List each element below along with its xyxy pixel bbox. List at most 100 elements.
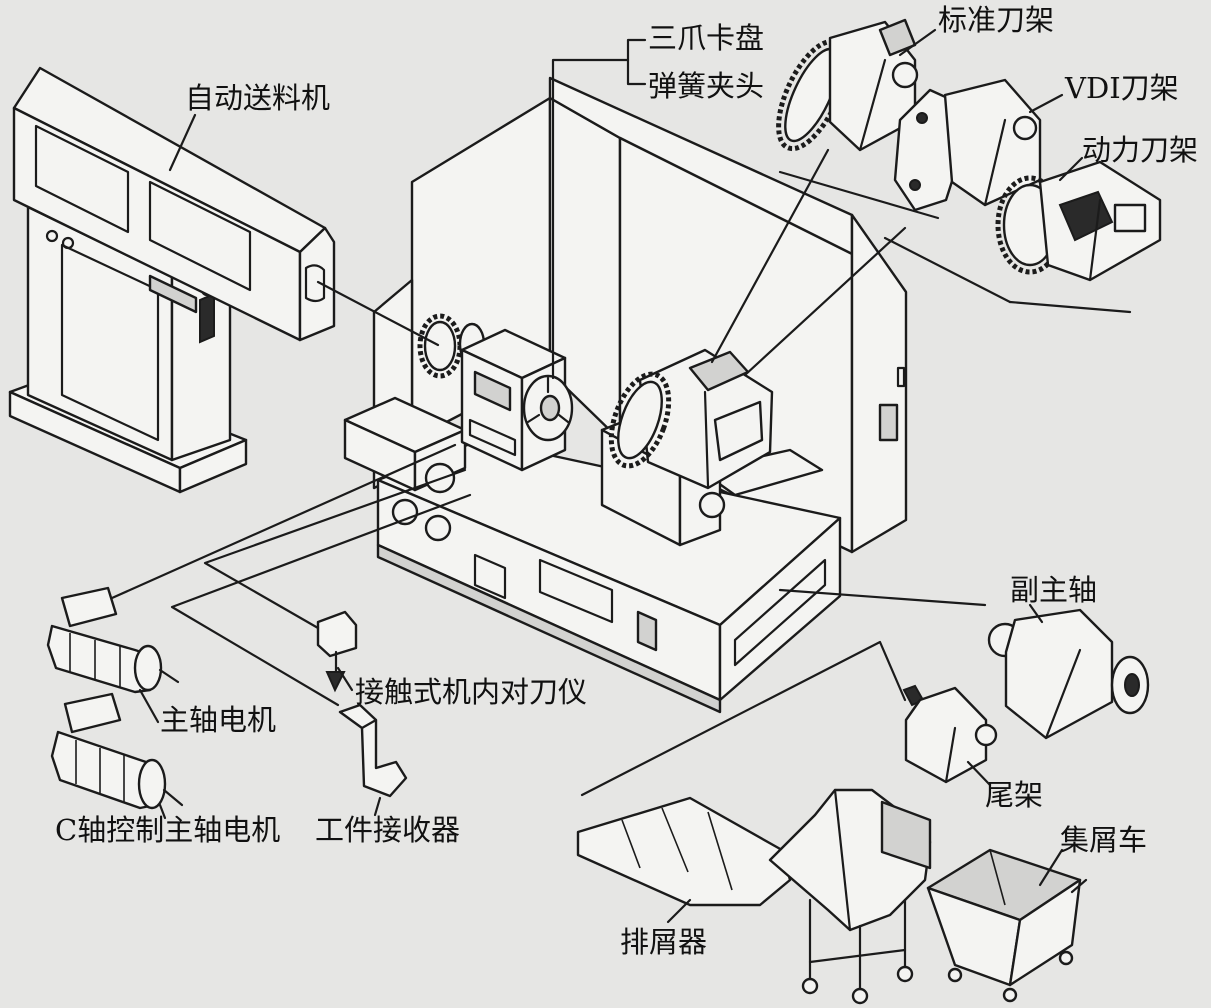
spindle-motor bbox=[46, 586, 180, 694]
bed-port-2 bbox=[424, 514, 452, 542]
chip-conveyor-wheel-3 bbox=[896, 965, 914, 983]
tailstock-handwheel bbox=[974, 723, 998, 747]
leader-live-turret bbox=[1058, 156, 1084, 182]
chip-conveyor-motor-box bbox=[880, 800, 932, 870]
headstock-window bbox=[473, 370, 512, 412]
workpiece-receiver-edge bbox=[360, 718, 378, 730]
c-axis-spindle-motor bbox=[50, 692, 184, 810]
vdi-holder-bore-1 bbox=[916, 112, 928, 124]
sub-spindle-connection bbox=[778, 588, 987, 607]
label-tool-setter: 接触式机内对刀仪 bbox=[355, 675, 587, 709]
label-three-jaw-chuck: 三爪卡盘 bbox=[648, 21, 764, 55]
holder-frame-line-3 bbox=[883, 236, 1012, 304]
label-vdi-turret: VDI刀架 bbox=[1064, 71, 1179, 105]
workpiece-receiver bbox=[338, 703, 408, 798]
trough-divider-1 bbox=[621, 819, 641, 869]
conveyor-connection bbox=[580, 640, 907, 797]
live-turret-holder bbox=[995, 160, 1162, 282]
chip-conveyor-trough bbox=[576, 796, 792, 907]
enclosure-right-panel bbox=[850, 213, 908, 554]
chip-cart-wheel-2 bbox=[1002, 987, 1018, 1003]
vdi-holder-stub bbox=[1012, 115, 1038, 141]
tailstock bbox=[902, 684, 998, 784]
main-spindle-headstock bbox=[417, 313, 574, 472]
leader-vdi-turret bbox=[1028, 93, 1064, 114]
leader-spindle-motor bbox=[138, 688, 160, 724]
tool-setter-bracket bbox=[316, 610, 358, 658]
holder-frame-line-2 bbox=[743, 226, 907, 377]
label-chip-cart: 集屑车 bbox=[1060, 823, 1147, 857]
chip-cart bbox=[926, 848, 1088, 1003]
label-bar-feeder: 自动送料机 bbox=[185, 81, 330, 115]
leader-standard-turret bbox=[898, 28, 937, 57]
turret-tool-block-2 bbox=[713, 400, 764, 462]
tool-setter-connection bbox=[203, 468, 467, 630]
sub-spindle-chuck-bore bbox=[1124, 673, 1140, 697]
spindle-pulley bbox=[423, 320, 457, 372]
bar-feeder-knob-1 bbox=[45, 229, 59, 243]
chip-conveyor-leg-brace bbox=[808, 948, 907, 964]
turret-disc bbox=[617, 380, 663, 460]
motor-connection-line bbox=[110, 443, 457, 600]
contact-tool-setter bbox=[316, 610, 358, 693]
spindle-motor-flange bbox=[133, 644, 163, 692]
leader-tailstock bbox=[966, 760, 992, 787]
bed-opening-1 bbox=[473, 553, 507, 600]
bed-right-opening bbox=[733, 558, 827, 667]
chip-cart-handle bbox=[1070, 878, 1088, 894]
headstock-slot bbox=[468, 418, 517, 457]
bar-feeder-window-1 bbox=[34, 124, 130, 234]
machine-bed bbox=[376, 438, 842, 714]
chip-conveyor-lift-edge bbox=[833, 788, 852, 932]
bed-opening-2 bbox=[538, 558, 614, 624]
label-spindle-motor: 主轴电机 bbox=[160, 703, 276, 737]
label-standard-turret: 标准刀架 bbox=[938, 3, 1054, 37]
label-c-axis-motor: C轴控制主轴电机 bbox=[55, 813, 280, 847]
trough-divider-2 bbox=[661, 807, 689, 873]
chuck-jaw-3 bbox=[557, 413, 570, 424]
standard-holder-edge bbox=[858, 58, 887, 152]
label-collet-chuck: 弹簧夹头 bbox=[648, 69, 764, 103]
leader-chip-cart bbox=[1038, 848, 1064, 887]
chuck-leader bbox=[551, 58, 630, 380]
workpiece-receiver-chute bbox=[338, 703, 408, 798]
chip-cart-inner-edge bbox=[989, 849, 1006, 906]
c-axis-motor-shaft bbox=[162, 788, 184, 807]
c-axis-motor-terminal-box bbox=[63, 692, 122, 734]
sub-spindle-body bbox=[1004, 608, 1114, 740]
spindle-motor-terminal-box bbox=[60, 586, 118, 628]
carriage-handwheel bbox=[698, 491, 726, 519]
chip-cart-side bbox=[1008, 878, 1082, 987]
vdi-holder-edge bbox=[983, 118, 1007, 207]
spindle-motor-shaft bbox=[158, 668, 180, 684]
receiver-connection bbox=[170, 493, 472, 707]
chuck-jaw-2 bbox=[526, 413, 541, 424]
bed-control-box bbox=[636, 610, 658, 652]
label-sub-spindle: 副主轴 bbox=[1010, 573, 1097, 607]
leader-chip-conveyor bbox=[666, 898, 692, 924]
vdi-holder-bore-2 bbox=[909, 179, 921, 191]
holder-frame-line-4 bbox=[1008, 300, 1132, 314]
label-part-catcher: 工件接收器 bbox=[315, 813, 460, 847]
enclosure-side-latch bbox=[896, 366, 906, 388]
bed-plinth bbox=[376, 543, 722, 714]
spindle-motor-body bbox=[46, 624, 152, 694]
chip-conveyor bbox=[576, 788, 932, 1005]
live-holder-spindle bbox=[1113, 203, 1147, 233]
chuck-bore bbox=[539, 394, 561, 422]
tailstock-edge bbox=[944, 726, 957, 784]
leader-tool-setter bbox=[336, 666, 354, 692]
vdi-turret-holder bbox=[893, 78, 1042, 212]
sub-spindle bbox=[987, 608, 1150, 740]
label-tailstock: 尾架 bbox=[985, 778, 1043, 812]
enclosure-side-handle bbox=[878, 403, 899, 442]
labels: 自动送料机 三爪卡盘 弹簧夹头 标准刀架 VDI刀架 动力刀架 副主轴 接触式机… bbox=[55, 3, 1198, 959]
tool-setter-probe bbox=[325, 671, 346, 693]
leader-bar-feeder bbox=[168, 113, 197, 172]
bar-feeder bbox=[8, 66, 336, 494]
standard-holder-stub bbox=[891, 61, 919, 89]
feeder-to-spindle-line bbox=[316, 280, 440, 347]
leader-c-axis-motor bbox=[158, 803, 167, 820]
leader-part-catcher bbox=[373, 796, 382, 817]
